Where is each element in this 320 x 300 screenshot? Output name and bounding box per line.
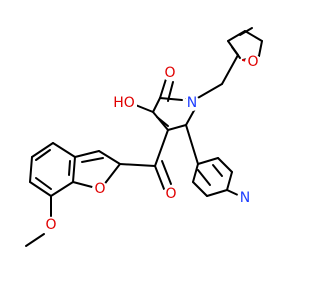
lactam-carbonyl-bond-2 (167, 81, 174, 102)
lactam-carbonyl-oxygen-atom: O (162, 65, 178, 81)
lactam-carbonyl-bond-1 (159, 78, 167, 99)
ring-ketone-bond (154, 129, 169, 167)
pyridine-nitrogen-label: N (240, 190, 250, 206)
hydroxy-label: HO (113, 95, 135, 111)
ketone-benzofuran-bond (119, 163, 156, 167)
benzofuran-furan-ring (72, 150, 121, 189)
pyridine-ring (192, 157, 241, 197)
hydroxy-group: HO (113, 94, 137, 112)
pyridine-nitrogen-atom: N (237, 190, 253, 206)
methoxy-oxygen-atom: O (43, 217, 59, 233)
ketone-co-bond-2 (161, 160, 172, 185)
bond-layer (25, 27, 263, 247)
furan-oxygen-atom: O (245, 54, 261, 70)
benzofuran-oxygen-atom: O (92, 181, 108, 197)
ketone-co-bond-1 (154, 165, 165, 190)
ch2-n-bond (195, 83, 223, 100)
furan-oxygen-label: O (247, 54, 258, 70)
methylene-linker-bond (221, 54, 239, 85)
ring-pyridine-bond (185, 124, 199, 165)
lactam-carbonyl-oxygen-label: O (164, 65, 175, 81)
ketone-oxygen-atom: O (163, 186, 179, 202)
lactam-nitrogen-atom: N (184, 95, 200, 111)
lactam-nitrogen-label: N (187, 95, 197, 111)
benzofuran-oxygen-label: O (94, 181, 105, 197)
atom-label-layer: O O N HO O O O N (43, 54, 261, 233)
pyrrolone-ring (152, 97, 197, 131)
methoxy-methyl-bond (25, 233, 45, 247)
methoxy-oxygen-label: O (45, 217, 56, 233)
ketone-oxygen-label: O (165, 186, 176, 202)
molecule-structure-diagram: O O N HO O O O N (25, 27, 263, 247)
benzofuran-benzene-ring (29, 142, 76, 197)
